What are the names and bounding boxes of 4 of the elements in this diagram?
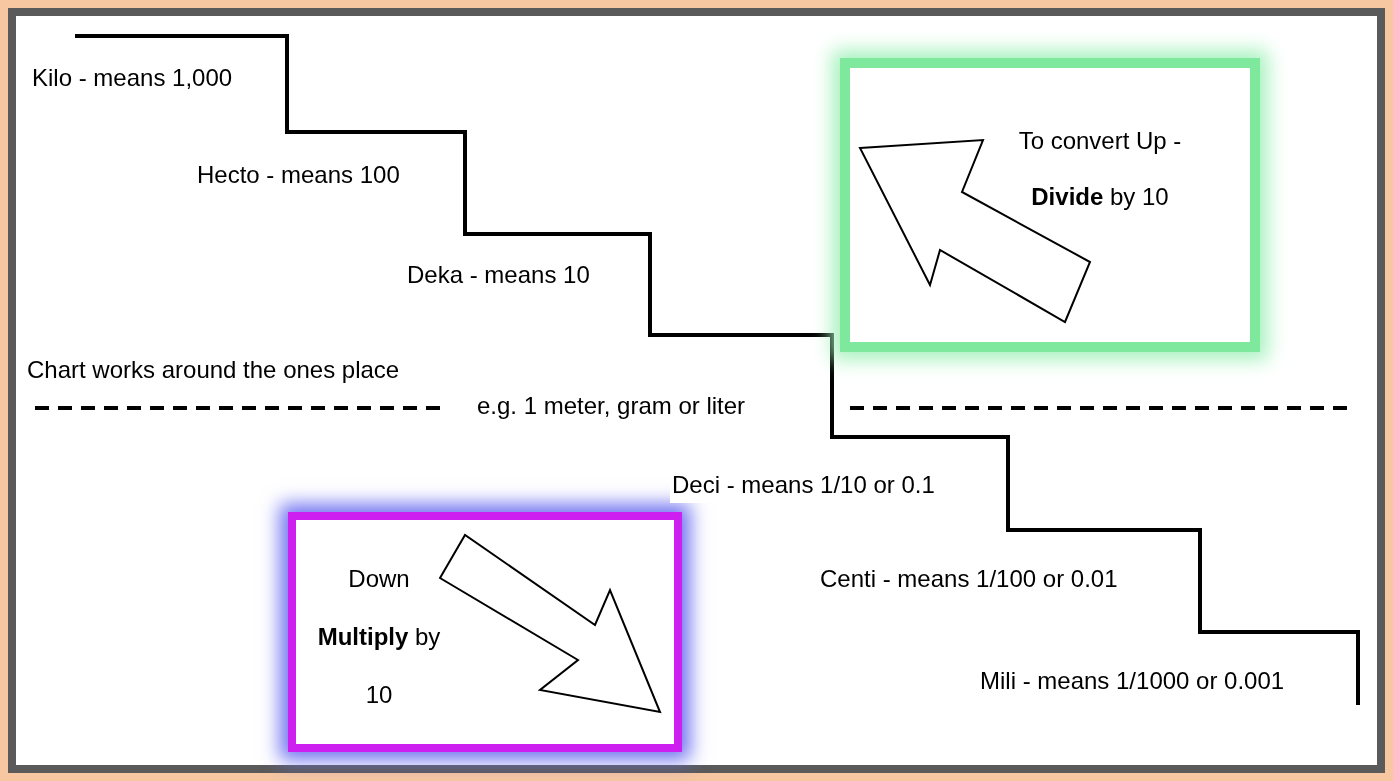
- highlight-frame: [288, 512, 682, 752]
- instruction-text: To convert Up - Divide by 10: [1017, 126, 1183, 212]
- highlight-frame: [840, 58, 1260, 352]
- instruction-text: Down Multiply by 10: [316, 564, 442, 710]
